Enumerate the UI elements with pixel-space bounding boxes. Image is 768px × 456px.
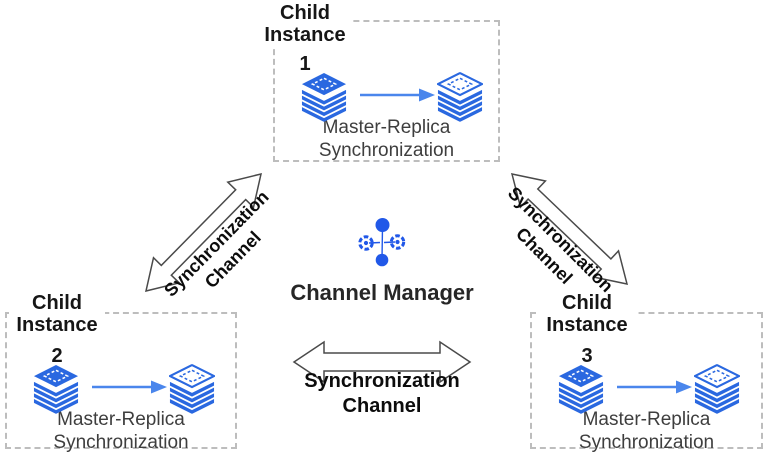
child-instance-2-label: Child Instance [9, 292, 105, 336]
caption-line: Master-Replica [57, 409, 185, 430]
child-instance-2-box: Child Instance 2 Master-Replica Synchron… [5, 292, 237, 453]
child-instance-1-box: Child Instance 1 Master-Replica Synchron… [257, 2, 500, 162]
master-to-replica-arrow-icon [357, 85, 437, 105]
label-line: Instance [16, 314, 98, 336]
redis-stack-master-icon [558, 364, 604, 414]
caption-line: Synchronization [578, 432, 715, 453]
channel-label-line: Synchronization [304, 370, 460, 392]
label-line: Instance [546, 314, 628, 336]
redis-stack-replica-icon [169, 364, 215, 414]
sync-channel-arrow-right [510, 173, 629, 285]
child-instance-3-box: Child Instance 3 Master-Replica Synchron… [530, 292, 763, 453]
child-instance-3-caption: Master-Replica Synchronization [532, 408, 761, 454]
channel-manager-label: Channel Manager [290, 280, 474, 305]
sync-channel-arrow-bottom [292, 340, 472, 384]
redis-stack-master-icon [33, 364, 79, 414]
child-instance-1-label: Child Instance [257, 2, 353, 46]
caption-line: Master-Replica [582, 409, 711, 430]
channel-label-line: Channel [342, 395, 422, 417]
master-to-replica-arrow-icon [614, 377, 694, 397]
caption-line: Synchronization [318, 140, 455, 161]
child-instance-1-caption: Master-Replica Synchronization [275, 116, 498, 162]
label-line: Child [32, 292, 82, 314]
child-instance-1-number: 1 [299, 53, 311, 75]
label-line: Child [280, 2, 330, 24]
label-line: Child [562, 292, 612, 314]
label-line: Instance [264, 24, 346, 46]
child-instance-2-caption: Master-Replica Synchronization [7, 408, 235, 454]
child-instance-3-label: Child Instance [539, 292, 635, 336]
child-instance-3-number: 3 [581, 345, 593, 367]
channel-manager-icon [356, 217, 408, 267]
sync-channel-label-bottom: Synchronization Channel [282, 369, 482, 419]
caption-line: Master-Replica [322, 117, 451, 138]
child-instance-2-number: 2 [51, 345, 63, 367]
redis-stack-replica-icon [694, 364, 740, 414]
redis-stack-master-icon [301, 72, 347, 122]
redis-stack-replica-icon [437, 72, 483, 122]
master-to-replica-arrow-icon [89, 377, 169, 397]
sync-channel-arrow-left [145, 172, 262, 293]
caption-line: Synchronization [53, 432, 189, 453]
channel-manager: Channel Manager [272, 217, 492, 306]
